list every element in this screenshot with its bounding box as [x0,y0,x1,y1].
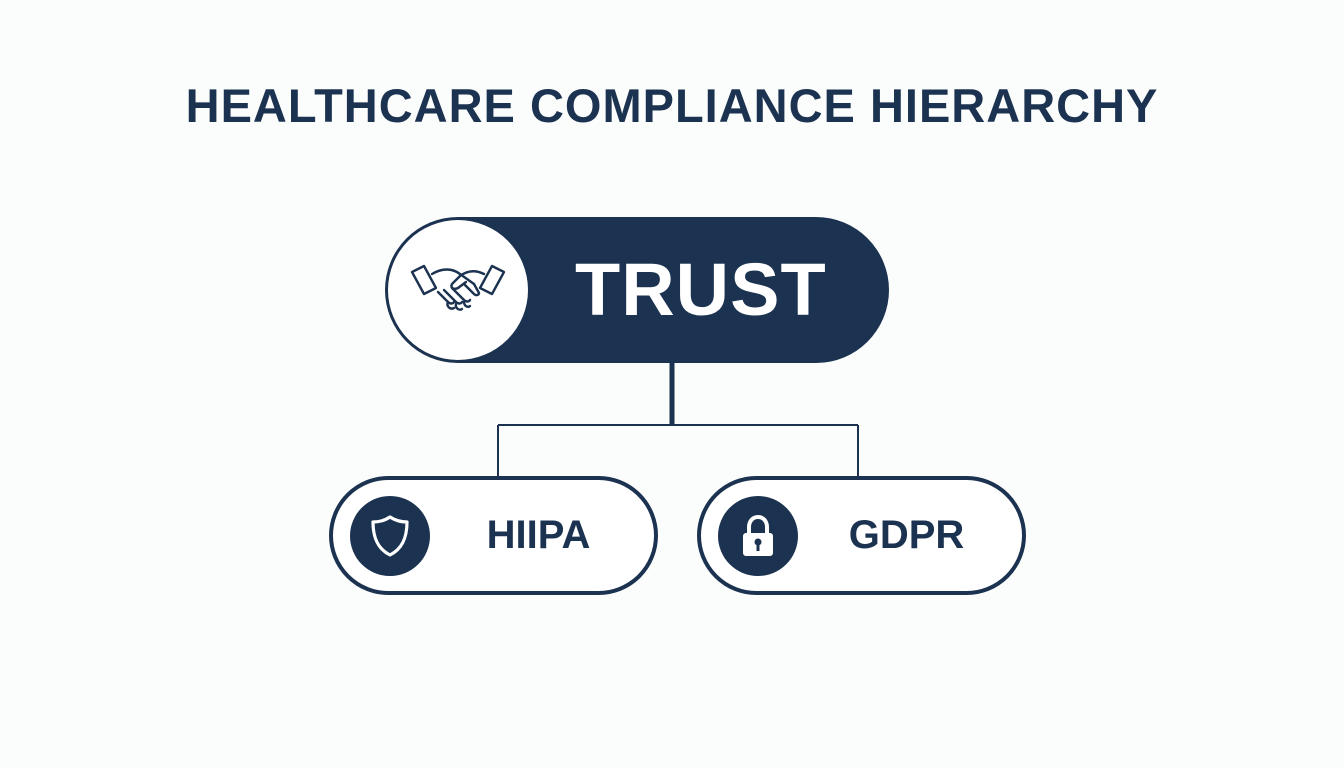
gdpr-icon-badge [718,496,798,576]
trust-icon-badge [388,220,528,360]
gdpr-node: GDPR [697,476,1026,595]
trust-node: TRUST [385,217,889,363]
gdpr-label: GDPR [848,513,965,557]
hipaa-node: HIIPA [329,476,658,595]
shield-icon [371,515,409,557]
trust-label: TRUST [575,248,827,331]
diagram-title: HEALTHCARE COMPLIANCE HIERARCHY [185,79,1159,132]
lock-icon [743,514,773,556]
hipaa-icon-badge [350,496,430,576]
handshake-icon [410,264,506,311]
hipaa-label: HIIPA [486,513,591,557]
